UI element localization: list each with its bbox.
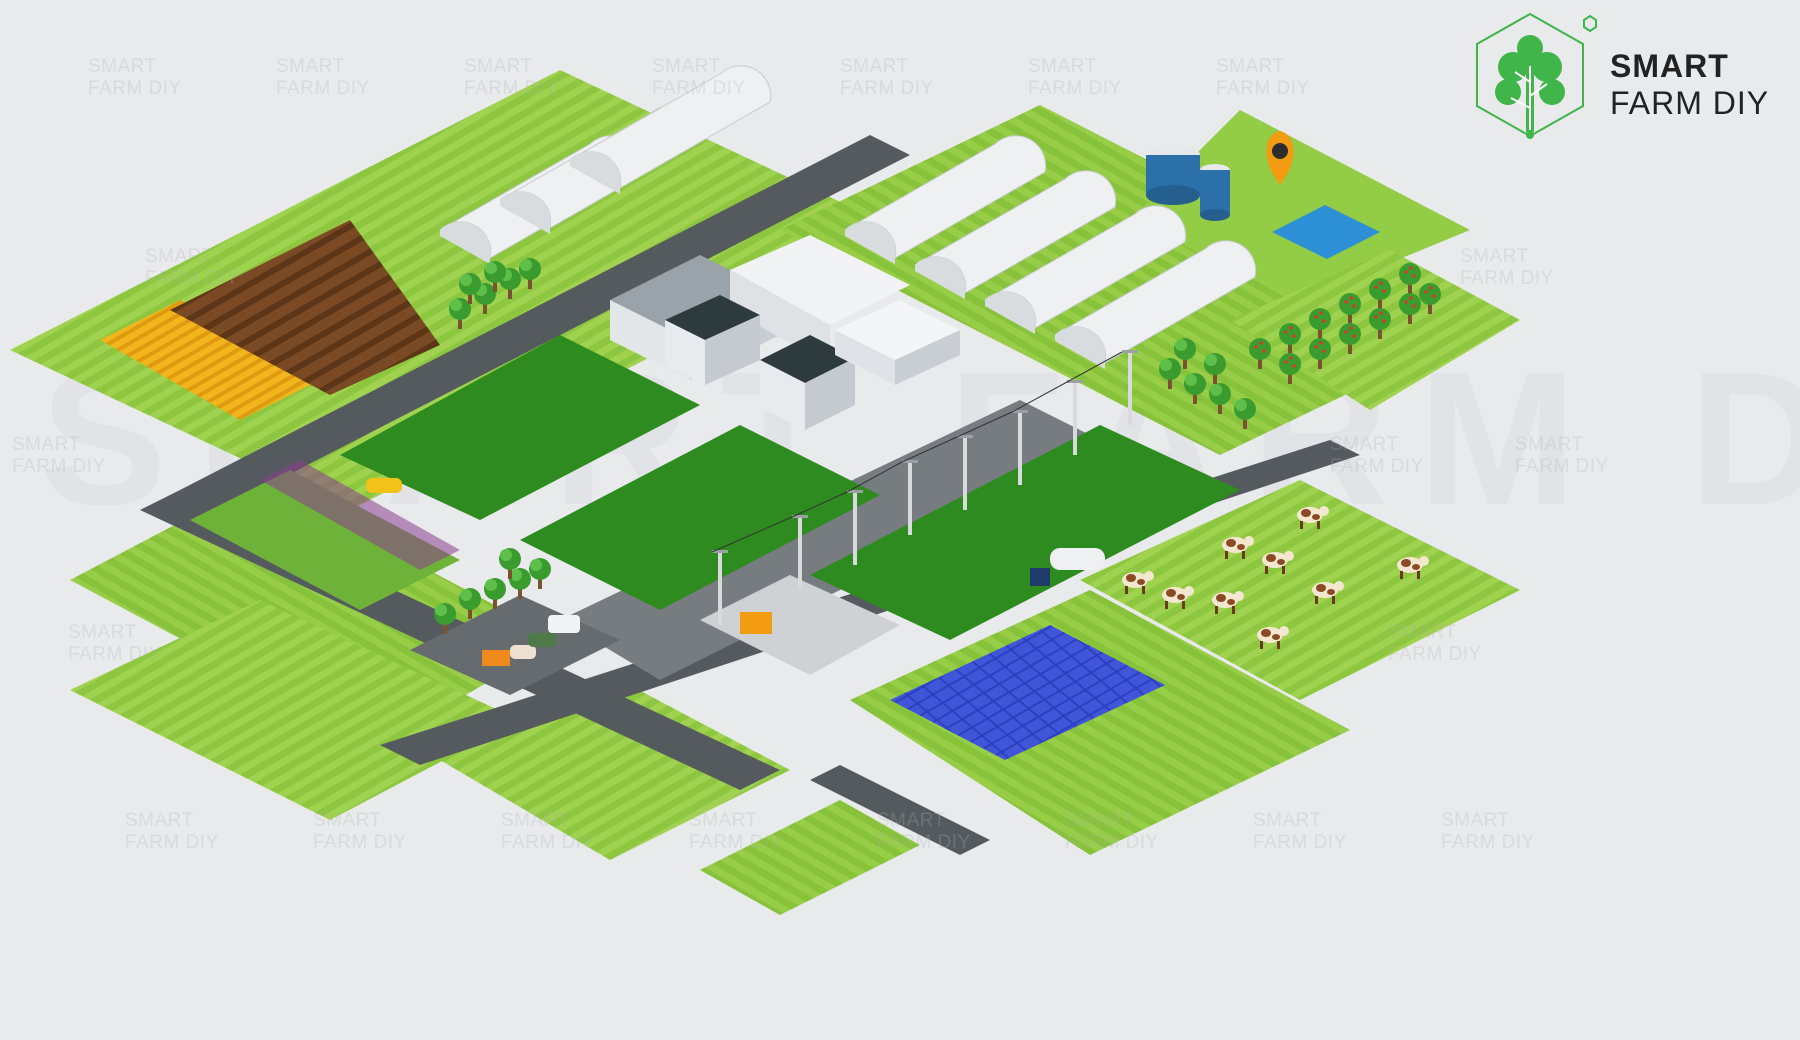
truck-icon: [1030, 548, 1105, 586]
brand-line-2: FARM DIY: [1610, 85, 1770, 121]
field-center-1: [340, 335, 700, 520]
pasture: [1080, 480, 1520, 700]
field-west: [70, 480, 560, 745]
wheat-field: [100, 300, 320, 420]
field-center-2: [520, 425, 880, 610]
cornfield: [190, 470, 460, 610]
map-pin-icon: [1266, 131, 1294, 185]
orchard-field: [1230, 250, 1520, 410]
car-icon: [366, 478, 580, 666]
field-center-3: [810, 425, 1240, 640]
substation: [700, 575, 900, 675]
plaza: [560, 400, 1120, 680]
crop-rows: [170, 220, 440, 395]
solar-field: [850, 590, 1350, 855]
leaf-circuit-icon: [1476, 12, 1597, 139]
brand-name: SMART FARM DIY: [1610, 48, 1769, 122]
brand-logo: SMART FARM DIY: [1463, 10, 1793, 160]
brand-line-1: SMART: [1610, 48, 1729, 84]
water-pond: [1272, 205, 1380, 259]
road-north: [180, 135, 910, 510]
solar-panel-array: [890, 625, 1165, 760]
